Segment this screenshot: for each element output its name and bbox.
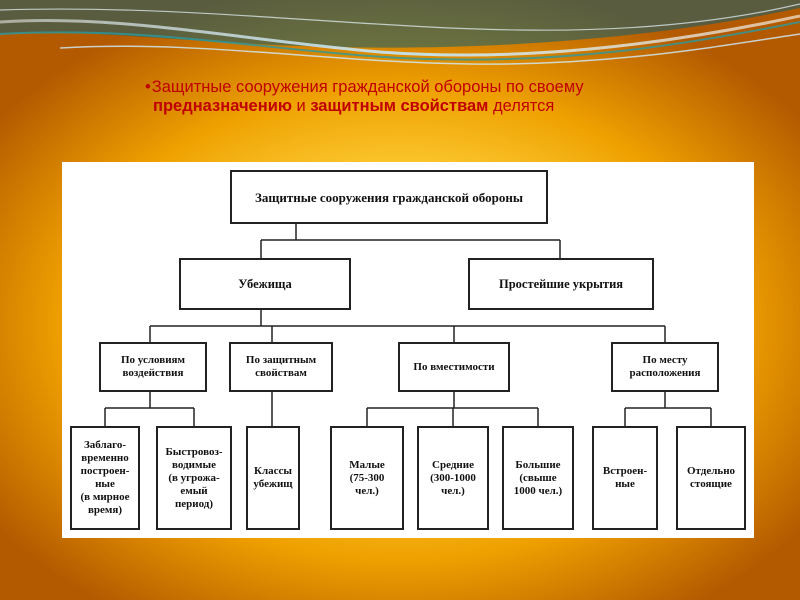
- node-root-label: Защитные сооружения гражданской обороны: [255, 189, 523, 205]
- node-shelter-classes-label: Классы убежищ: [253, 465, 293, 490]
- node-prebuilt-label: Заблаго- временно построен- ные (в мирно…: [80, 439, 130, 516]
- heading-bold-properties: защитным свойствам: [310, 97, 489, 115]
- node-built-in: Встроен- ные: [592, 426, 658, 530]
- node-root: Защитные сооружения гражданской обороны: [230, 170, 548, 224]
- node-by-protective: По защитным свойствам: [229, 342, 333, 392]
- node-simple-shelters-label: Простейшие укрытия: [498, 276, 624, 291]
- node-medium-label: Средние (300-1000 чел.): [430, 458, 476, 497]
- classification-diagram: Защитные сооружения гражданской обороны …: [62, 162, 754, 538]
- node-standalone-label: Отдельно стоящие: [686, 465, 736, 490]
- node-simple-shelters: Простейшие укрытия: [468, 258, 654, 310]
- diagram-connectors: [104, 224, 712, 426]
- node-large: Большие (свыше 1000 чел.): [502, 426, 574, 530]
- node-by-capacity-label: По вместимости: [413, 360, 495, 373]
- node-built-in-label: Встроен- ные: [602, 465, 648, 490]
- node-by-location-label: По месту расположения: [629, 354, 701, 379]
- node-small-label: Малые (75-300 чел.): [349, 458, 385, 497]
- slide-heading: •Защитные сооружения гражданской обороны…: [145, 78, 765, 116]
- node-rapid-label: Быстровоз- водимые (в угрожа- емый перио…: [165, 445, 223, 510]
- bullet-glyph: •: [145, 78, 151, 96]
- node-medium: Средние (300-1000 чел.): [417, 426, 489, 530]
- node-standalone: Отдельно стоящие: [676, 426, 746, 530]
- decorative-waves: [0, 0, 800, 65]
- node-small: Малые (75-300 чел.): [330, 426, 404, 530]
- heading-bold-purpose: предназначению: [153, 97, 292, 115]
- node-rapid: Быстровоз- водимые (в угрожа- емый перио…: [156, 426, 232, 530]
- heading-line2: предназначению и защитным свойствам деля…: [145, 97, 765, 116]
- node-by-conditions-label: По условиям воздействия: [121, 354, 185, 379]
- heading-text-end: делятся: [488, 97, 555, 115]
- node-shelters-label: Убежища: [238, 276, 292, 291]
- heading-conjunction: и: [291, 97, 311, 115]
- node-by-protective-label: По защитным свойствам: [245, 354, 317, 379]
- node-by-capacity: По вместимости: [398, 342, 510, 392]
- heading-text-part1: Защитные сооружения гражданской обороны …: [151, 78, 584, 96]
- node-large-label: Большие (свыше 1000 чел.): [513, 458, 563, 497]
- node-by-conditions: По условиям воздействия: [99, 342, 207, 392]
- node-shelter-classes: Классы убежищ: [246, 426, 300, 530]
- node-prebuilt: Заблаго- временно построен- ные (в мирно…: [70, 426, 140, 530]
- node-shelters: Убежища: [179, 258, 351, 310]
- node-by-location: По месту расположения: [611, 342, 719, 392]
